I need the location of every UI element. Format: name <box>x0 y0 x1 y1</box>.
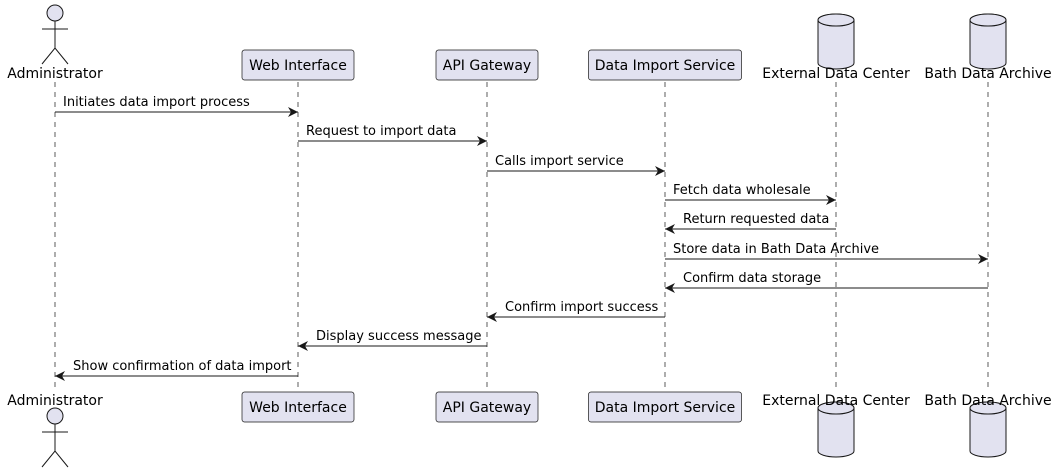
message-8-confirm-import-success: Confirm import success <box>487 300 665 322</box>
participant-edc-bottom: External Data Center <box>762 393 910 458</box>
database-top-icon <box>969 401 1007 415</box>
message-label: Fetch data wholesale <box>673 183 811 198</box>
participant-label: Web Interface <box>249 400 347 416</box>
participant-api-bottom: API Gateway <box>435 391 539 423</box>
participant-label: API Gateway <box>443 400 531 416</box>
actor-head-icon <box>46 4 64 22</box>
message-label: Confirm data storage <box>683 271 821 286</box>
participant-web-bottom: Web Interface <box>241 391 355 423</box>
message-1-initiates-data-import-process: Initiates data import process <box>55 95 298 117</box>
database-top-icon <box>817 401 855 415</box>
participant-box <box>241 391 355 423</box>
message-label: Return requested data <box>683 212 829 227</box>
message-5-return-requested-data: Return requested data <box>665 212 836 234</box>
participant-label: Bath Data Archive <box>924 393 1051 409</box>
message-9-display-success-message: Display success message <box>298 329 487 351</box>
participant-box <box>435 49 539 81</box>
participant-api-top: API Gateway <box>435 49 539 81</box>
message-7-confirm-data-storage: Confirm data storage <box>665 271 988 293</box>
participant-label: Bath Data Archive <box>924 66 1051 82</box>
participant-label: API Gateway <box>443 58 531 74</box>
participant-bda-bottom: Bath Data Archive <box>924 393 1052 458</box>
message-label: Show confirmation of data import <box>73 359 292 374</box>
message-label: Calls import service <box>495 154 624 169</box>
participant-admin-bottom: Administrator <box>7 393 103 468</box>
message-label: Confirm import success <box>505 300 659 315</box>
actor-legs-icon <box>41 450 69 468</box>
actor-head-icon <box>46 407 64 425</box>
message-label: Initiates data import process <box>63 95 250 110</box>
participant-dis-bottom: Data Import Service <box>588 391 742 423</box>
participant-edc-top: External Data Center <box>762 13 910 82</box>
actor-legs-icon <box>41 47 69 65</box>
message-4-fetch-data-wholesale: Fetch data wholesale <box>665 183 836 205</box>
participant-label: External Data Center <box>762 393 910 409</box>
message-label: Request to import data <box>306 124 456 139</box>
participant-admin-top: Administrator <box>7 4 103 82</box>
message-3-calls-import-service: Calls import service <box>487 154 665 176</box>
message-label: Display success message <box>316 329 481 344</box>
participant-box <box>588 49 742 81</box>
database-top-icon <box>969 13 1007 27</box>
participant-box <box>435 391 539 423</box>
database-top-icon <box>817 13 855 27</box>
participant-label: Administrator <box>7 393 103 409</box>
participant-box <box>588 391 742 423</box>
participant-dis-top: Data Import Service <box>588 49 742 81</box>
participant-label: Data Import Service <box>595 400 736 416</box>
participant-label: Administrator <box>7 66 103 82</box>
message-2-request-to-import-data: Request to import data <box>298 124 487 146</box>
participant-web-top: Web Interface <box>241 49 355 81</box>
participant-label: Data Import Service <box>595 58 736 74</box>
participant-box <box>241 49 355 81</box>
message-6-store-data-in-bath-data-archive: Store data in Bath Data Archive <box>665 242 988 264</box>
participant-bda-top: Bath Data Archive <box>924 13 1052 82</box>
participant-label: External Data Center <box>762 66 910 82</box>
message-label: Store data in Bath Data Archive <box>673 242 879 257</box>
message-10-show-confirmation-of-data-import: Show confirmation of data import <box>55 359 298 381</box>
participant-label: Web Interface <box>249 58 347 74</box>
